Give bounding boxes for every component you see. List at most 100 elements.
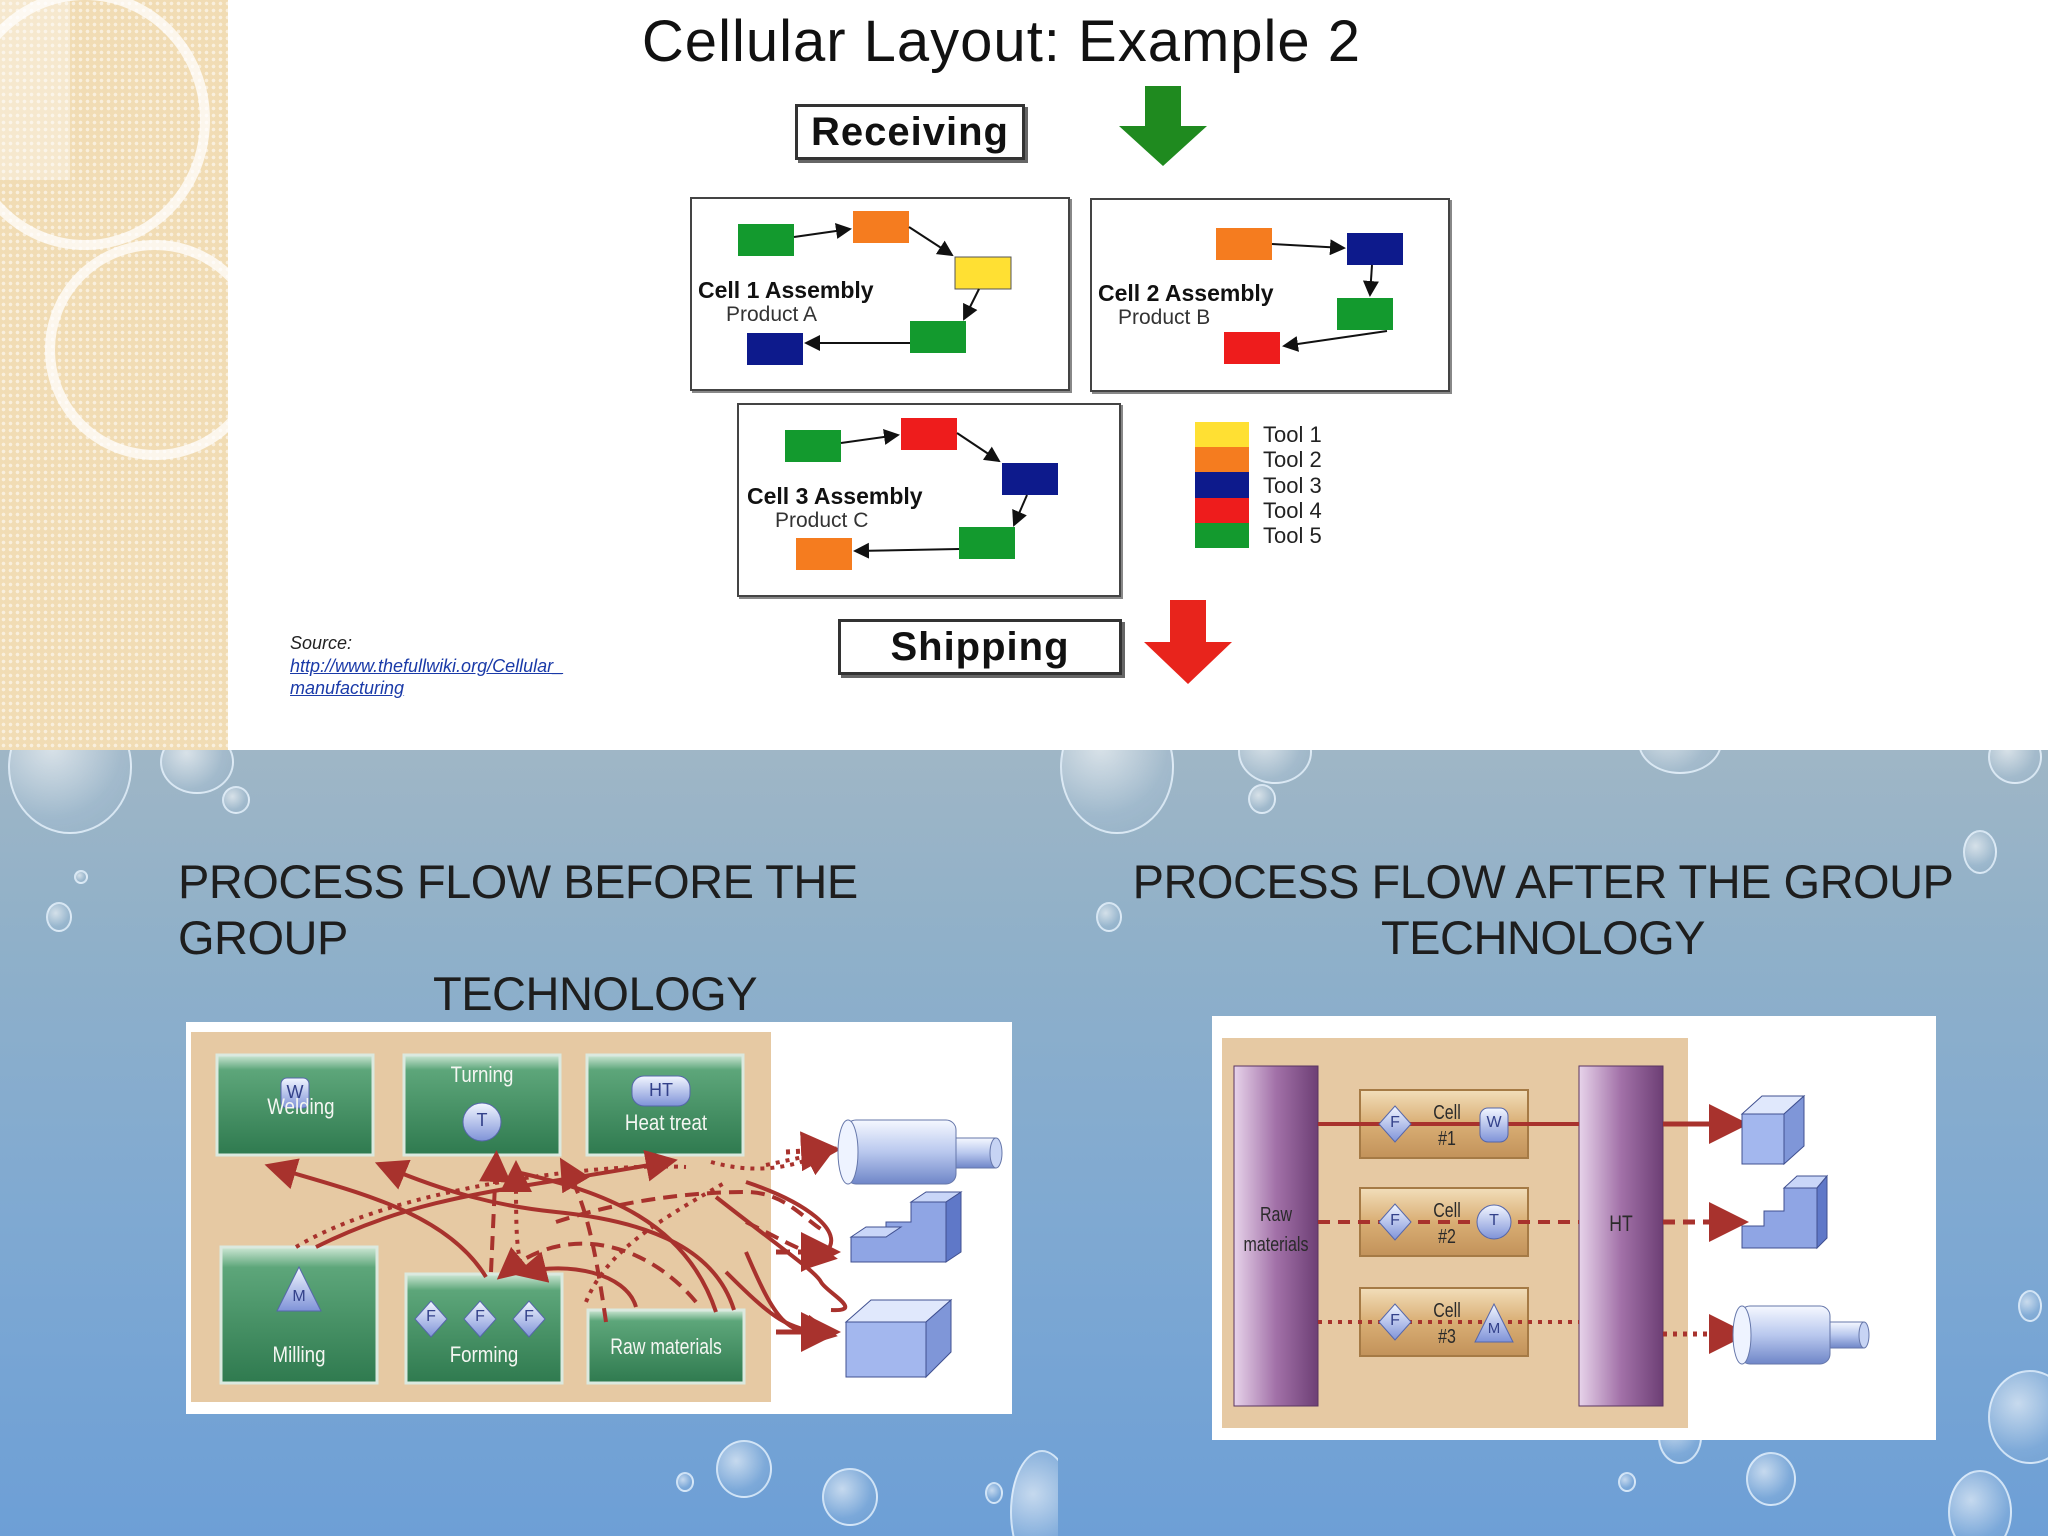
forming-icon: [414, 1300, 448, 1338]
cell-2-product: Product B: [1118, 306, 1211, 329]
cell-1-word: Cell: [1433, 1102, 1461, 1124]
cylinder-part-icon: [1732, 1305, 1870, 1365]
before-diagram-panel: Welding W Turning T HT Heat treat M Mill…: [186, 1022, 1012, 1414]
legend-swatch-tool-3: [1195, 472, 1249, 498]
forming-icon-letter: F: [475, 1308, 485, 1325]
cell-3-word: Cell: [1433, 1300, 1461, 1322]
tool-1-block: [954, 256, 1012, 290]
decorative-bubble: [1963, 830, 1997, 874]
process-flow-after-slide: PROCESS FLOW AFTER THE GROUP TECHNOLOGY: [1058, 750, 2048, 1536]
welding-icon: [280, 1077, 310, 1109]
welding-icon: [1479, 1107, 1509, 1143]
decorative-ring: [45, 240, 265, 460]
decorative-bubble: [985, 1482, 1003, 1504]
slide-title: PROCESS FLOW BEFORE THE GROUP TECHNOLOGY: [140, 854, 1040, 1022]
tool-4-block: [901, 418, 957, 450]
forming-icon: [512, 1300, 546, 1338]
ht-label: HT: [1609, 1211, 1633, 1236]
turning-icon: [1476, 1204, 1512, 1240]
decorative-bubble: [1010, 1450, 1058, 1536]
legend-label-tool-4: Tool 4: [1263, 498, 1322, 523]
heat-treat-label: Heat treat: [624, 1110, 708, 1135]
process-flow-before-slide: PROCESS FLOW BEFORE THE GROUP TECHNOLOGY: [0, 750, 1058, 1536]
legend-swatch-tool-5: [1195, 523, 1249, 548]
turning-label: Turning: [450, 1062, 514, 1087]
slide-title-line-1: PROCESS FLOW AFTER THE GROUP: [1132, 855, 1954, 908]
tool-3-block: [1002, 463, 1058, 495]
source-label: Source:: [290, 633, 353, 653]
decorative-bubble: [1238, 750, 1312, 784]
cell-3-left-letter: F: [1390, 1312, 1400, 1329]
block-part-icon: [1740, 1094, 1806, 1166]
heat-treat-icon: [631, 1075, 691, 1107]
slide-title: Cellular Layout: Example 2: [0, 8, 2048, 75]
decorative-bubble: [1746, 1452, 1796, 1506]
cell-1-flow: [738, 211, 1012, 365]
heat-treat-icon-letter: HT: [649, 1080, 673, 1100]
cell-1-right-letter: W: [1486, 1114, 1502, 1131]
cell-3-flow: [785, 418, 1058, 570]
raw-materials-label: Raw materials: [1242, 1200, 1309, 1260]
decorative-beige-strip: [0, 0, 265, 750]
cell-3-number: #3: [1438, 1326, 1456, 1348]
tool-5-block: [959, 527, 1015, 559]
down-arrow-red-icon: [1144, 600, 1232, 684]
cell-2-title: Cell 2 Assembly: [1098, 280, 1274, 306]
decorative-bubble: [1988, 1370, 2048, 1464]
source-link-line-2[interactable]: manufacturing: [290, 678, 405, 698]
turning-icon: [462, 1102, 502, 1142]
bracket-part-icon: [1741, 1174, 1829, 1250]
cell-2-word: Cell: [1433, 1200, 1461, 1222]
legend-label-tool-3: Tool 3: [1263, 473, 1322, 498]
before-flow-diagram: [191, 1032, 1003, 1402]
forming-icon-letter: F: [524, 1308, 534, 1325]
milling-icon: [276, 1265, 322, 1312]
cell-3-product: Product C: [775, 509, 869, 532]
tool-3-block: [747, 333, 803, 365]
receiving-label: Receiving: [795, 104, 1025, 160]
decorative-bubble: [676, 1472, 694, 1492]
cell-1-label: Cell #1: [1423, 1100, 1471, 1152]
slide-title-text: Cellular Layout: Example 2: [641, 9, 1362, 74]
tool-2-block: [796, 538, 852, 570]
cell-2-label: Cell #2: [1423, 1198, 1471, 1250]
cell-3-title: Cell 3 Assembly: [747, 483, 923, 509]
tool-2-block: [1216, 228, 1272, 260]
decorative-bubble: [46, 902, 72, 932]
tool-4-block: [1224, 332, 1280, 364]
raw-materials-label-line-1: Raw: [1259, 1204, 1292, 1226]
forming-icon: [1378, 1105, 1412, 1143]
decorative-bubble: [222, 786, 250, 814]
decorative-bubble: [1948, 1470, 2012, 1536]
bracket-part-icon: [849, 1191, 963, 1263]
cell-1-product: Product A: [726, 303, 818, 326]
decorative-ring: [0, 0, 210, 250]
cell-2-number: #2: [1438, 1226, 1456, 1248]
cell-1-title: Cell 1 Assembly: [698, 277, 874, 303]
decorative-bubble: [1618, 1472, 1636, 1492]
forming-icon: [1378, 1303, 1412, 1341]
block-part-icon: [844, 1298, 953, 1379]
cell-2-box: Cell 2 Assembly Product B: [1090, 198, 1450, 392]
tool-5-block: [785, 430, 841, 462]
decorative-bubble: [8, 750, 132, 834]
milling-icon-letter: M: [292, 1288, 306, 1305]
decorative-bubble: [822, 1468, 878, 1526]
milling-icon: [1474, 1302, 1514, 1343]
cell-1-left-letter: F: [1390, 1114, 1400, 1131]
raw-materials-station: [586, 1308, 746, 1385]
cell-3-box: Cell 3 Assembly Product C: [737, 403, 1121, 597]
source-link-line-1[interactable]: http://www.thefullwiki.org/Cellular_: [290, 656, 564, 676]
tool-5-block: [738, 224, 794, 256]
welding-icon-letter: W: [286, 1082, 304, 1102]
decorative-bubble: [74, 870, 88, 884]
forming-icon: [463, 1300, 497, 1338]
legend-label-tool-5: Tool 5: [1263, 523, 1322, 548]
cell-1-number: #1: [1438, 1128, 1456, 1150]
cell-3-right-letter: M: [1487, 1320, 1501, 1337]
decorative-bubble: [1060, 750, 1174, 834]
down-arrow-green-icon: [1119, 86, 1207, 166]
slide-title-line-2: TECHNOLOGY: [1380, 911, 1706, 964]
tool-2-block: [853, 211, 909, 243]
decorative-bubble: [1096, 902, 1122, 932]
